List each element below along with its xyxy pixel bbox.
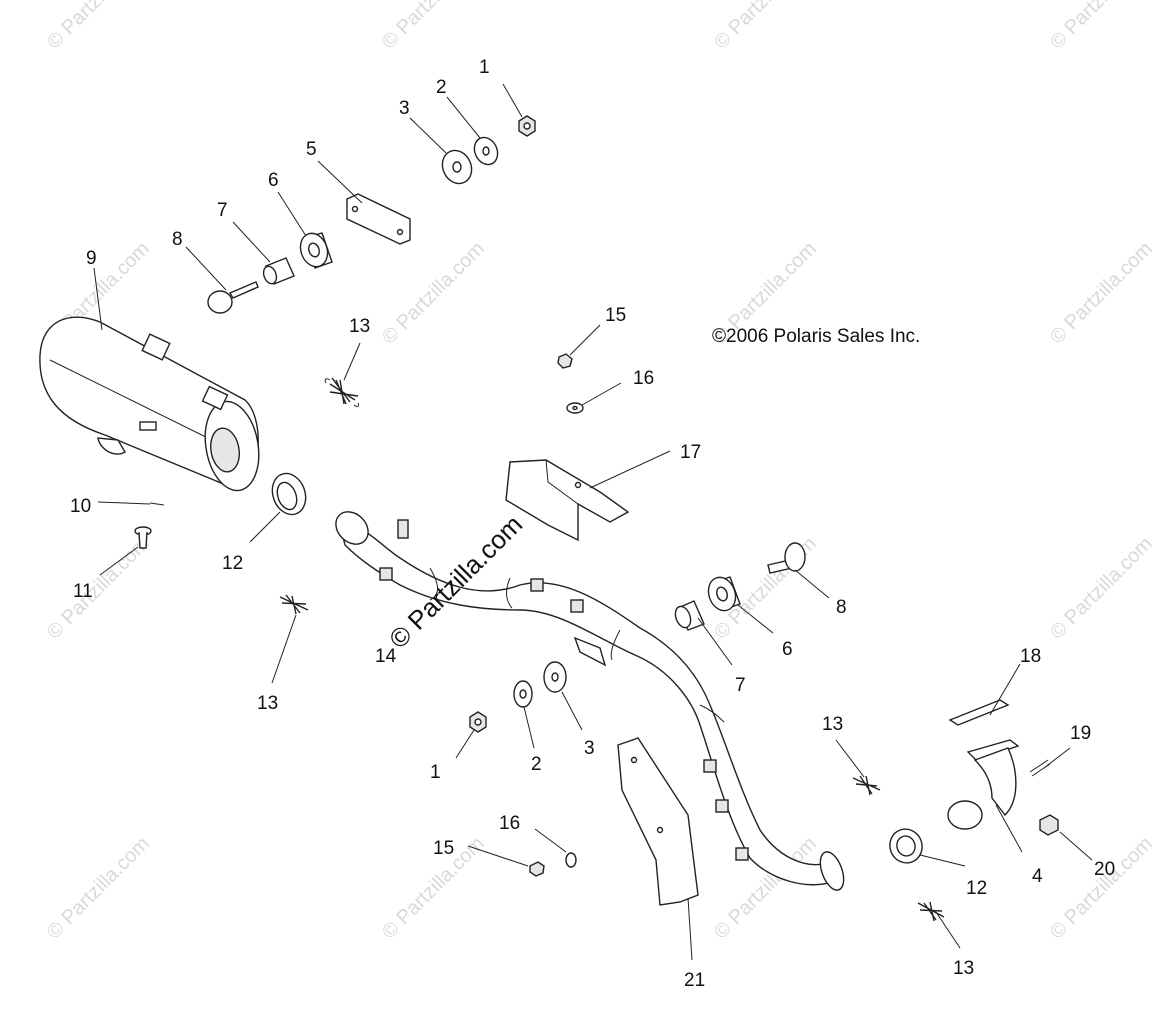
callout-label: 2 bbox=[436, 77, 447, 98]
callout-label: 11 bbox=[73, 581, 93, 602]
callout-label: 12 bbox=[966, 878, 987, 899]
callout-label: 4 bbox=[1032, 866, 1043, 887]
part-spring-4 bbox=[917, 901, 945, 922]
callout-label: 15 bbox=[433, 838, 454, 859]
part-bracket-plate bbox=[346, 193, 411, 245]
watermark: © Partzilla.com bbox=[43, 533, 154, 644]
part-washer-top bbox=[473, 136, 499, 166]
part-bolt-small-lower bbox=[529, 861, 545, 877]
callout-label: 13 bbox=[953, 958, 974, 979]
callout-label: 1 bbox=[430, 762, 441, 783]
callout-label: 13 bbox=[349, 316, 370, 337]
callout-label: 20 bbox=[1094, 859, 1115, 880]
part-washer-small-upper bbox=[566, 402, 584, 414]
part-flange-gasket bbox=[948, 699, 1010, 726]
callout-label: 18 bbox=[1020, 646, 1041, 667]
part-header-elbow bbox=[947, 739, 1020, 830]
callout-labels: 1 2 3 5 6 7 8 9 13 15 16 17 10 12 11 13 … bbox=[70, 57, 1115, 991]
callout-label: 3 bbox=[399, 98, 410, 119]
part-nut-top bbox=[518, 115, 536, 137]
callout-label: 7 bbox=[217, 200, 228, 221]
part-grommet-right bbox=[707, 576, 741, 612]
callout-label: 13 bbox=[822, 714, 843, 735]
callout-label: 16 bbox=[633, 368, 654, 389]
part-sleeve-top bbox=[262, 257, 295, 285]
part-lower-heat-shield bbox=[617, 737, 699, 906]
part-grommet-top bbox=[299, 232, 333, 269]
watermark: © Partzilla.com bbox=[1046, 0, 1157, 54]
callout-label: 6 bbox=[268, 170, 279, 191]
watermark: © Partzilla.com bbox=[43, 833, 154, 944]
part-washer-large-bottom bbox=[543, 661, 567, 693]
leader-lines bbox=[93, 83, 1093, 961]
callout-label: 3 bbox=[584, 738, 595, 759]
callout-label: 7 bbox=[735, 675, 746, 696]
part-spring-3 bbox=[852, 775, 881, 796]
watermark: © Partzilla.com bbox=[43, 0, 154, 54]
callout-label: 16 bbox=[499, 813, 520, 834]
callout-label: 17 bbox=[680, 442, 701, 463]
part-exhaust-pipe bbox=[335, 511, 845, 891]
part-spring-1 bbox=[324, 377, 360, 407]
part-spring-small bbox=[1029, 759, 1051, 777]
callout-label: 15 bbox=[605, 305, 626, 326]
part-pin bbox=[149, 502, 165, 506]
watermark: © Partzilla.com bbox=[378, 238, 489, 349]
part-rivet bbox=[134, 526, 152, 549]
part-gasket-right bbox=[889, 828, 923, 864]
part-washer-large-top bbox=[441, 149, 473, 185]
copyright-text: ©2006 Polaris Sales Inc. bbox=[712, 326, 920, 347]
part-nut-right bbox=[1039, 814, 1059, 836]
callout-label: 6 bbox=[782, 639, 793, 660]
part-spring-2 bbox=[279, 594, 309, 615]
callout-label: 9 bbox=[86, 248, 97, 269]
part-bolt-top bbox=[207, 281, 259, 314]
part-heat-shield bbox=[505, 459, 630, 542]
watermark: © Partzilla.com bbox=[1046, 533, 1157, 644]
part-muffler bbox=[39, 316, 260, 492]
part-bolt-right bbox=[767, 542, 806, 574]
part-washer-small-lower bbox=[565, 852, 577, 868]
callout-label: 14 bbox=[375, 646, 397, 667]
callout-label: 8 bbox=[836, 597, 847, 618]
callout-label: 10 bbox=[70, 496, 91, 517]
part-bolt-small-upper bbox=[557, 353, 573, 369]
watermark: © Partzilla.com bbox=[1046, 833, 1157, 944]
part-washer-bottom bbox=[513, 680, 533, 708]
callout-label: 21 bbox=[684, 970, 705, 991]
callout-label: 2 bbox=[531, 754, 542, 775]
part-nut-bottom bbox=[469, 711, 487, 733]
callout-label: 19 bbox=[1070, 723, 1091, 744]
watermark: © Partzilla.com bbox=[1046, 238, 1157, 349]
callout-label: 8 bbox=[172, 229, 183, 250]
watermark: © Partzilla.com bbox=[710, 0, 821, 54]
callout-label: 1 bbox=[479, 57, 490, 78]
watermark: © Partzilla.com bbox=[378, 0, 489, 54]
callout-label: 5 bbox=[306, 139, 317, 160]
callout-label: 13 bbox=[257, 693, 278, 714]
part-gasket-left bbox=[271, 472, 307, 516]
callout-label: 12 bbox=[222, 553, 243, 574]
part-sleeve-right bbox=[674, 600, 705, 631]
